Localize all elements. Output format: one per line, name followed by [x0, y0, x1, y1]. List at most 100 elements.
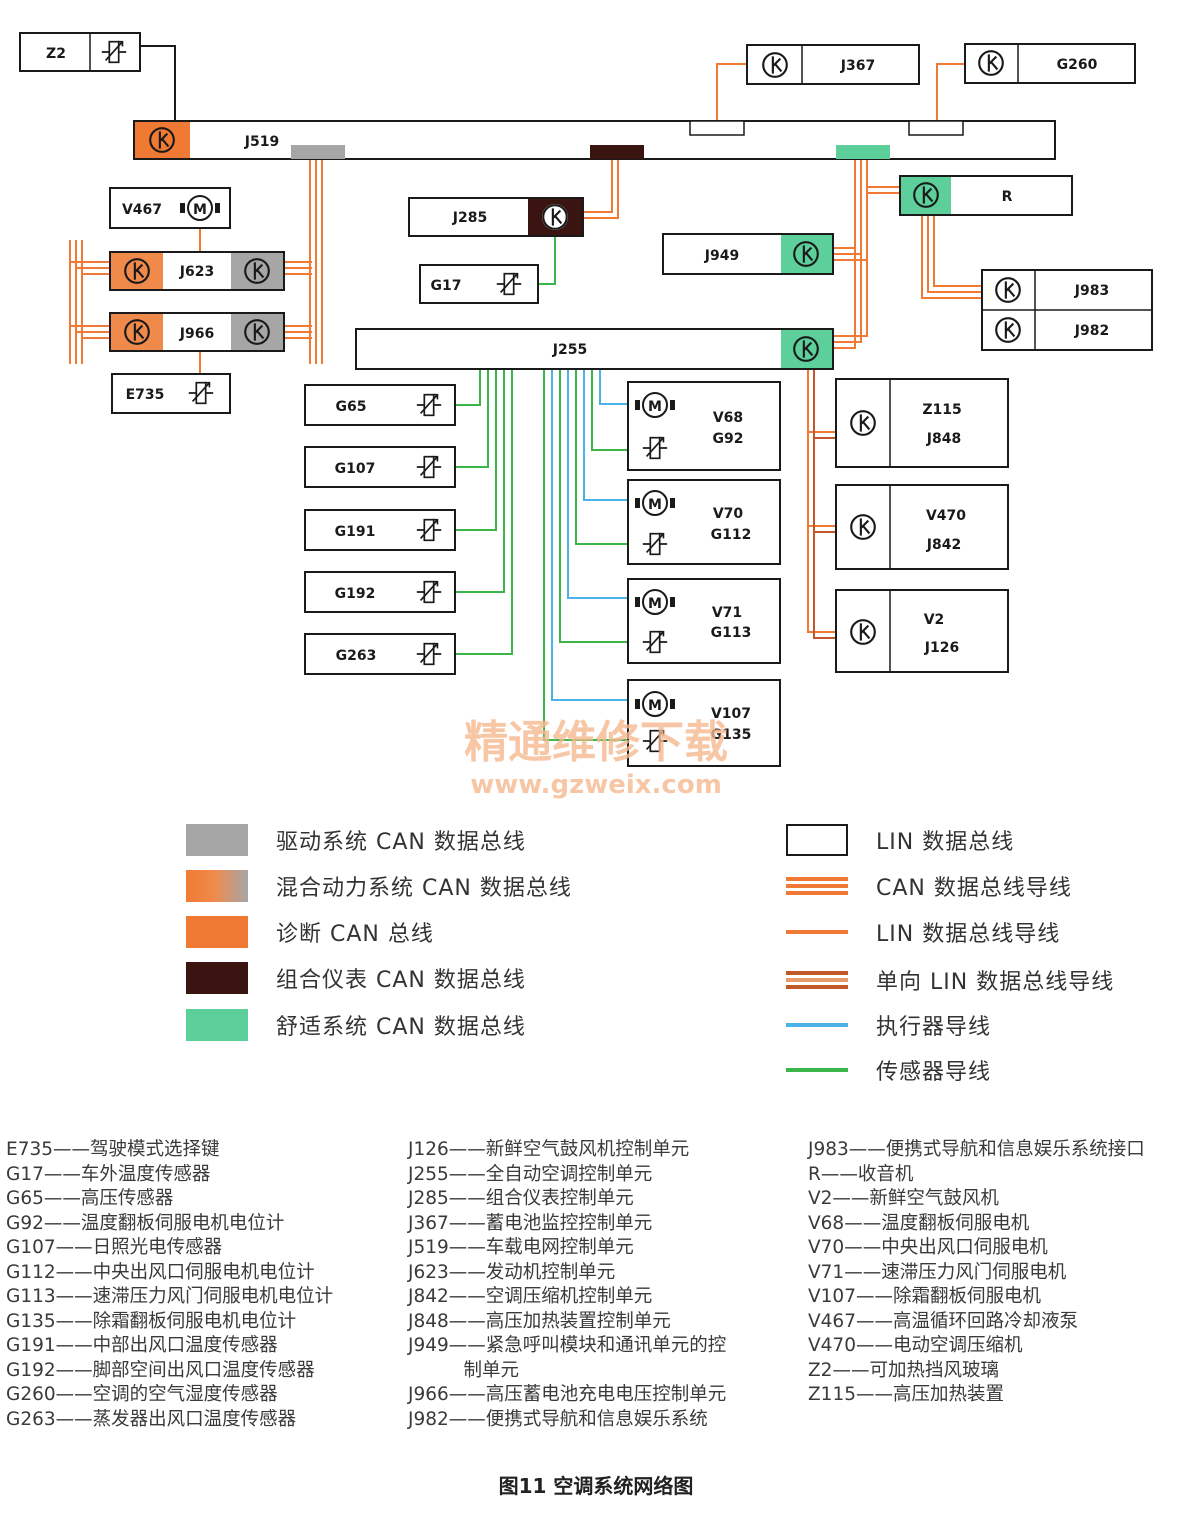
module-v2-j126: V2 J126 — [835, 589, 1009, 673]
glossary-entry: J367——蓄电池监控控制单元 — [408, 1212, 653, 1234]
glossary-entry: J848——高压加热装置控制单元 — [408, 1310, 671, 1332]
module-v71-g113: V71 G113 — [627, 578, 781, 664]
module-g260: G260 — [964, 43, 1136, 84]
glossary-entry: G263——蒸发器出风口温度传感器 — [6, 1408, 297, 1430]
module-g192: G192 — [304, 571, 456, 613]
label-j255: J255 — [552, 342, 587, 358]
module-j367: J367 — [746, 44, 920, 85]
label-g107: G107 — [335, 461, 376, 477]
legend-label: 组合仪表 CAN 数据总线 — [276, 968, 526, 993]
module-v70-g112: V70 G112 — [627, 479, 781, 565]
legend-label: 诊断 CAN 总线 — [276, 922, 434, 947]
module-v68-g92: V68 G92 — [627, 381, 781, 471]
legend-item-diag-can: 诊断 CAN 总线 — [186, 915, 434, 949]
module-g191: G191 — [304, 509, 456, 551]
legend-item-can-wire: CAN 数据总线导线 — [786, 869, 1072, 903]
label-g191: G191 — [335, 524, 376, 540]
glossary-entry: R——收音机 — [808, 1163, 914, 1185]
wires — [69, 45, 982, 741]
glossary-entry: G17——车外温度传感器 — [6, 1163, 211, 1185]
legend-swatch — [786, 1054, 848, 1086]
label-j949: J949 — [704, 248, 739, 264]
glossary-column-1: E735——驾驶模式选择键 G17——车外温度传感器 G65——高压传感器 G9… — [6, 1138, 333, 1432]
glossary-entry: G92——温度翻板伺服电机电位计 — [6, 1212, 285, 1234]
legend-label: CAN 数据总线导线 — [876, 876, 1072, 901]
glossary-entry: J255——全自动空调控制单元 — [408, 1163, 653, 1185]
legend-item-drive-can: 驱动系统 CAN 数据总线 — [186, 823, 526, 857]
glossary-entry: V70——中央出风口伺服电机 — [808, 1237, 1048, 1258]
legend-label: 单向 LIN 数据总线导线 — [876, 970, 1115, 995]
module-g65: G65 — [304, 384, 456, 426]
legend-label: LIN 数据总线导线 — [876, 922, 1061, 947]
legend-label: 执行器导线 — [876, 1015, 992, 1040]
legend-swatch — [186, 962, 248, 994]
legend-item-cluster-can: 组合仪表 CAN 数据总线 — [186, 961, 526, 995]
label-g113: G113 — [711, 625, 752, 641]
label-j982: J982 — [1074, 323, 1109, 339]
legend-swatch — [786, 824, 848, 856]
glossary-entry: J623——发动机控制单元 — [408, 1261, 616, 1283]
label-v71: V71 — [712, 605, 742, 621]
glossary-entry: J285——组合仪表控制单元 — [408, 1188, 634, 1209]
network-diagram: M — [19, 32, 1153, 800]
label-g135: G135 — [711, 727, 752, 743]
legend-label: 混合动力系统 CAN 数据总线 — [276, 876, 572, 901]
label-j848: J848 — [926, 431, 961, 447]
legend-label: 舒适系统 CAN 数据总线 — [276, 1015, 526, 1040]
label-v470: V470 — [926, 508, 966, 524]
watermark: 精通维修下载 www.gzweix.com — [464, 717, 728, 800]
legend-item-hybrid-can: 混合动力系统 CAN 数据总线 — [186, 869, 572, 903]
module-j623: J623 — [109, 251, 285, 291]
cluster-can-port — [590, 145, 644, 159]
label-g92: G92 — [713, 431, 744, 447]
legend-item-comfort-can: 舒适系统 CAN 数据总线 — [186, 1008, 526, 1042]
label-g65: G65 — [336, 399, 367, 415]
glossary-entry: G135——除霜翻板伺服电机电位计 — [6, 1310, 297, 1332]
legend-swatch — [786, 964, 848, 996]
legend-swatch — [186, 916, 248, 948]
module-g107: G107 — [304, 446, 456, 488]
glossary-entry: V467——高温循环回路冷却液泵 — [808, 1310, 1078, 1332]
label-j966: J966 — [179, 326, 214, 342]
legend-label: LIN 数据总线 — [876, 830, 1015, 855]
label-v2: V2 — [924, 612, 945, 628]
label-j285: J285 — [452, 210, 487, 226]
label-r: R — [1002, 189, 1013, 205]
module-j983-j982: J983 J982 — [981, 269, 1153, 351]
label-g112: G112 — [711, 527, 752, 543]
module-j966: J966 — [109, 312, 285, 352]
glossary-entry: V107——除霜翻板伺服电机 — [808, 1286, 1041, 1307]
module-radio: R — [899, 175, 1073, 216]
modules: Z2 J367 G260 J519 — [19, 32, 1153, 767]
legend-swatch — [186, 824, 248, 856]
module-e735: E735 — [111, 373, 231, 414]
label-g260: G260 — [1057, 57, 1098, 73]
legend-swatch — [186, 1009, 248, 1041]
module-j255: J255 — [355, 328, 834, 370]
glossary-column-2: J126——新鲜空气鼓风机控制单元 J255——全自动空调控制单元 J285——… — [408, 1138, 726, 1432]
module-g263: G263 — [304, 633, 456, 675]
legend-swatch — [186, 870, 248, 902]
legend-label: 传感器导线 — [876, 1060, 992, 1085]
glossary-entry: E735——驾驶模式选择键 — [6, 1139, 220, 1160]
glossary-entry: G107——日照光电传感器 — [6, 1237, 223, 1258]
glossary-entry: V68——温度翻板伺服电机 — [808, 1212, 1030, 1234]
watermark-title: 精通维修下载 — [464, 717, 728, 768]
legend-label: 驱动系统 CAN 数据总线 — [276, 830, 526, 855]
label-j842: J842 — [926, 537, 961, 553]
label-j623: J623 — [179, 264, 214, 280]
glossary-entry: Z115——高压加热装置 — [808, 1384, 1004, 1405]
lin-port — [908, 120, 964, 136]
label-e735: E735 — [126, 387, 165, 403]
glossary-entry: G191——中部出风口温度传感器 — [6, 1335, 278, 1356]
glossary-entry: G65——高压传感器 — [6, 1188, 174, 1209]
label-j367: J367 — [840, 58, 875, 74]
label-g263: G263 — [336, 648, 377, 664]
legend-swatch — [786, 916, 848, 948]
module-z2: Z2 — [19, 32, 141, 72]
module-g17: G17 — [419, 264, 539, 304]
lin-port — [689, 120, 745, 136]
comfort-can-port — [836, 145, 890, 159]
glossary-entry: J842——空调压缩机控制单元 — [408, 1286, 653, 1307]
legend-item-lin-wire: LIN 数据总线导线 — [786, 915, 1060, 949]
